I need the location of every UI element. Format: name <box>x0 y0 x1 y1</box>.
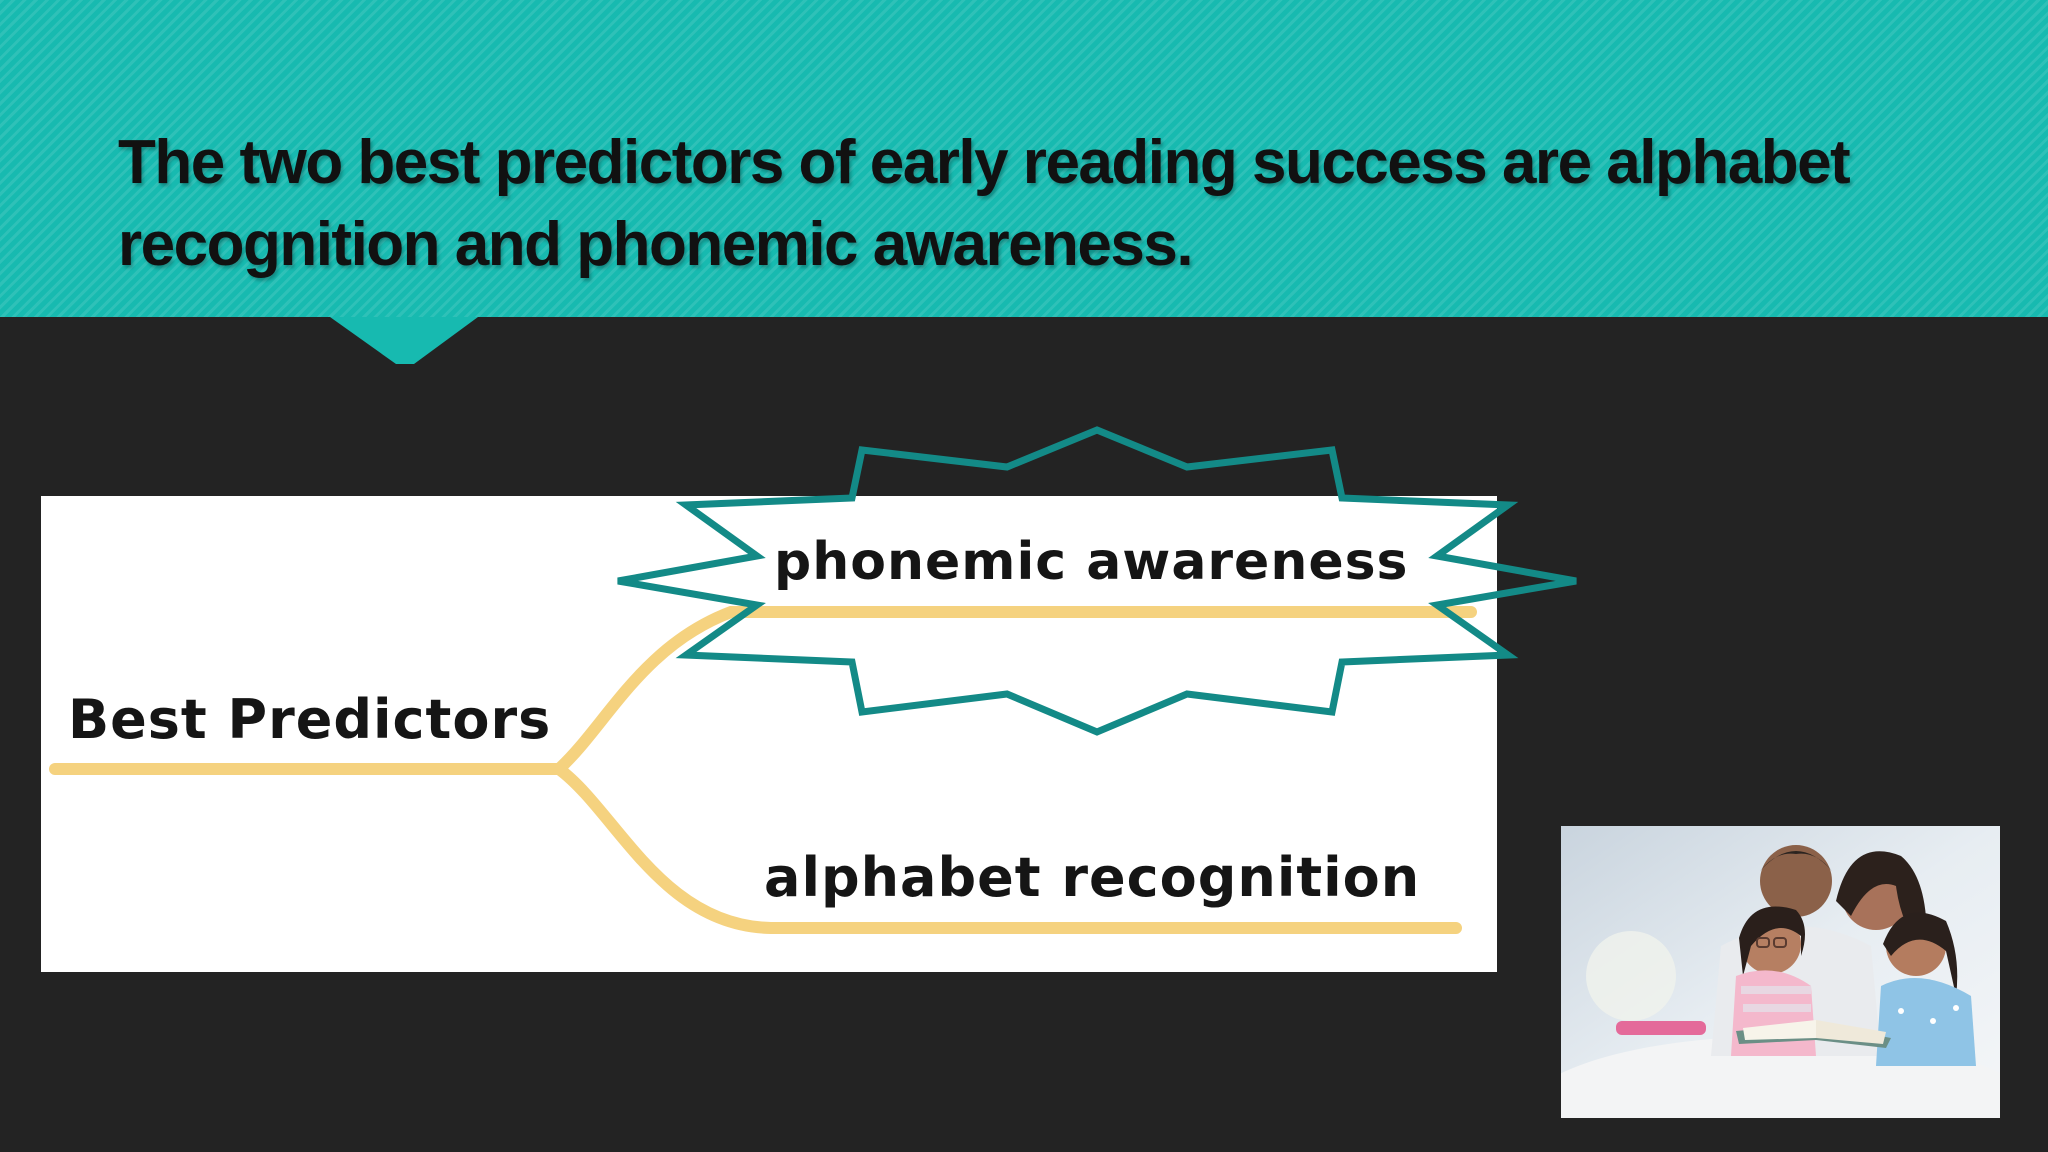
diagram-panel <box>41 496 1497 972</box>
branch-label-alphabet-recognition: alphabet recognition <box>764 846 1421 909</box>
slide-title: The two best predictors of early reading… <box>118 128 1851 279</box>
root-label: Best Predictors <box>68 688 552 751</box>
branch-label-phonemic-awareness: phonemic awareness <box>774 532 1409 592</box>
upper-branch-line <box>553 606 1477 775</box>
title-banner <box>0 0 2048 317</box>
branch-diagram <box>49 606 1477 934</box>
family-reading-photo <box>1561 826 2000 1118</box>
lower-branch-line <box>553 763 1462 934</box>
